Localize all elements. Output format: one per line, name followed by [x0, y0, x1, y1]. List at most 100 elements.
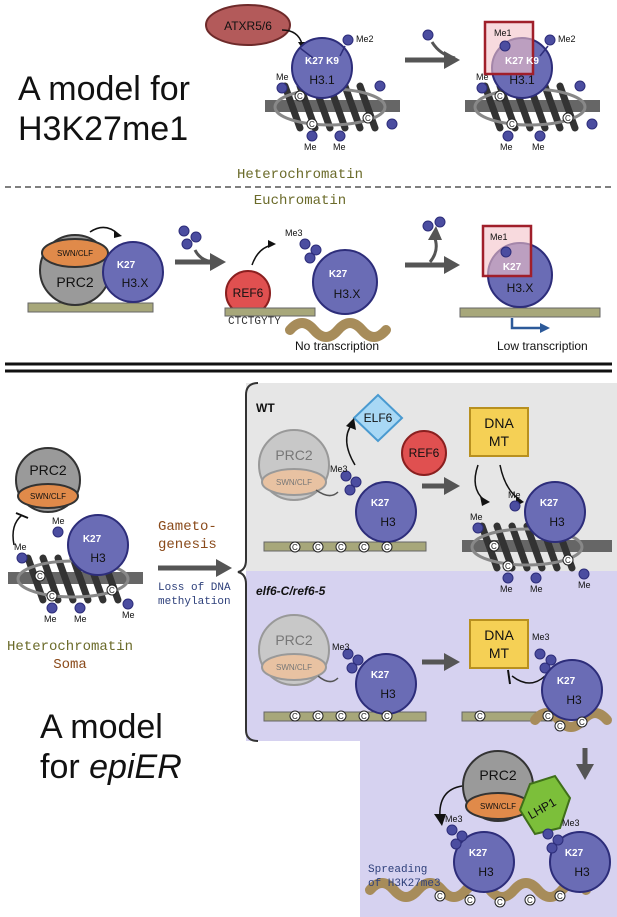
me-mark: Me — [333, 142, 346, 152]
c-bead: C — [109, 586, 115, 595]
me3-mutant-a: Me3 — [332, 642, 350, 652]
loss-dna-1: Loss of DNA — [158, 582, 231, 594]
c-bead: C — [292, 712, 298, 721]
elf6-diamond — [352, 393, 404, 443]
swnclf-mid: SWN/CLF — [57, 249, 93, 258]
me3-wt: Me3 — [330, 464, 348, 474]
c-bead: C — [49, 592, 55, 601]
c-bead: C — [545, 712, 551, 721]
soma-label: Soma — [53, 657, 87, 673]
h3-mutant-b: H3 — [566, 693, 582, 707]
c-bead: C — [315, 712, 321, 721]
h3-soma: H3 — [90, 551, 106, 565]
c-bead: C — [467, 896, 473, 905]
me-mark: Me — [508, 490, 521, 500]
spreading-1: Spreading — [368, 864, 427, 876]
c-bead: C — [527, 896, 533, 905]
me-mark: Me — [532, 142, 545, 152]
euchromatin-label: Euchromatin — [254, 193, 346, 209]
me3-spread-a: Me3 — [445, 814, 463, 824]
h31-right: H3.1 — [509, 73, 535, 87]
mt-mutant: MT — [489, 645, 510, 661]
title-for: for — [40, 748, 80, 786]
c-bead: C — [309, 120, 315, 129]
prc2-soma: PRC2 — [29, 462, 67, 478]
mt-wt: MT — [489, 433, 510, 449]
h3x-b: H3.X — [334, 287, 361, 301]
arrow-right — [216, 559, 232, 577]
atxr-enzyme: ATXR5/6 — [205, 4, 306, 50]
ref6-label-mid: REF6 — [233, 286, 264, 300]
arrow-right — [444, 51, 460, 69]
k27-label: K27 — [371, 498, 390, 509]
me1-mid: Me1 — [490, 232, 508, 242]
heterochromatin-soma: Heterochromatin — [7, 639, 133, 655]
k27-label: K27 — [329, 269, 348, 280]
me-mark: Me — [578, 580, 591, 590]
top-section: A model for H3K27me1 ATXR5/6 K27 K9 H3.1… — [18, 4, 600, 152]
h3-spread-a: H3 — [478, 865, 494, 879]
c-bead: C — [477, 712, 483, 721]
lhp1-hexagon — [518, 774, 572, 836]
me-mark: Me — [476, 72, 489, 82]
me-mark: Me — [470, 512, 483, 522]
me1-top: Me1 — [494, 28, 512, 38]
gametogenesis-1: Gameto- — [158, 519, 217, 535]
me-mark: Me — [122, 610, 135, 620]
c-bead: C — [497, 898, 503, 907]
me-mark: Me — [304, 142, 317, 152]
c-bead: C — [361, 543, 367, 552]
h3-spread-b: H3 — [574, 865, 590, 879]
arrow-right — [210, 253, 226, 271]
k27-label: K27 — [371, 670, 390, 681]
prc2-mid: PRC2 — [56, 274, 94, 290]
c-bead: C — [491, 542, 497, 551]
me2-right: Me2 — [558, 34, 576, 44]
k27-label: K27 — [503, 262, 522, 273]
me-mark: Me — [500, 584, 513, 594]
heterochromatin-label: Heterochromatin — [237, 167, 363, 183]
nucleosome-h3x-c: Me1 K27 H3.X — [481, 224, 553, 308]
c-bead: C — [505, 562, 511, 571]
c-bead: C — [384, 543, 390, 552]
me2-left: Me2 — [356, 34, 374, 44]
k27-label: K27 — [469, 848, 488, 859]
k27-label: K27 — [83, 534, 102, 545]
bottom-title-line2: for epiER — [40, 748, 182, 786]
top-title-line2: H3K27me1 — [18, 110, 188, 148]
dnamt-wt — [469, 407, 529, 457]
c-bead: C — [292, 543, 298, 552]
h3-wt-b: H3 — [549, 515, 565, 529]
me3-spread-b: Me3 — [562, 818, 580, 828]
bracket — [237, 382, 259, 742]
k27-label: K27 — [565, 848, 584, 859]
swnclf-mutant: SWN/CLF — [276, 663, 312, 672]
me-mark: Me — [14, 542, 27, 552]
arrow-right — [444, 477, 460, 495]
loss-dna-2: methylation — [158, 596, 231, 608]
low-transcription: Low transcription — [497, 339, 588, 353]
swnclf-spread: SWN/CLF — [480, 802, 516, 811]
me-mark: Me — [530, 584, 543, 594]
me3-mutant-b: Me3 — [532, 632, 550, 642]
c-bead: C — [497, 92, 503, 101]
ref6-wt: REF6 — [409, 446, 440, 460]
me-mark: Me — [44, 614, 57, 624]
me-mark: Me — [52, 516, 65, 526]
c-bead: C — [579, 718, 585, 727]
dna-mutant: DNA — [484, 627, 514, 643]
c-bead: C — [509, 120, 515, 129]
title-epier: epiER — [89, 748, 182, 786]
ref6-mid: REF6 — [225, 270, 271, 316]
arrow-right — [444, 256, 460, 274]
swnclf-soma: SWN/CLF — [30, 492, 66, 501]
k27k9-left: K27 K9 — [305, 56, 339, 67]
prc2-complex-mid: SWN/CLF PRC2 — [39, 234, 111, 306]
wt-label: WT — [256, 401, 275, 415]
elf6-label: ELF6 — [364, 411, 393, 425]
h3-mutant-a: H3 — [380, 687, 396, 701]
k27k9-right: K27 K9 — [505, 56, 539, 67]
spreading-2: of H3K27me3 — [368, 878, 441, 890]
h3x-c: H3.X — [507, 281, 534, 295]
k27-label: K27 — [117, 260, 136, 271]
